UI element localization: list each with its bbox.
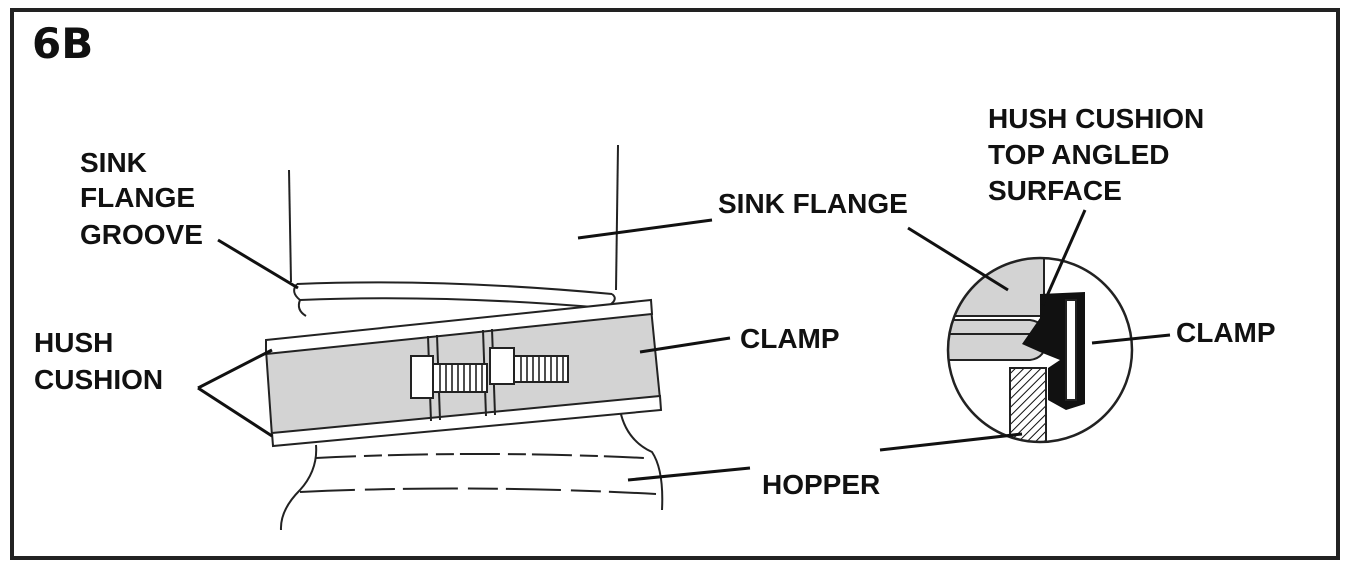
label-hush-cushion-top-line2: TOP ANGLED bbox=[988, 139, 1170, 170]
leader-hopper bbox=[627, 466, 751, 482]
label-sink-flange-groove: SINK FLANGE GROOVE bbox=[80, 147, 203, 250]
label-hush-cushion-top-angled-surface: HUSH CUSHION TOP ANGLED SURFACE bbox=[988, 103, 1212, 206]
detail-inset bbox=[946, 256, 1134, 444]
label-detail-clamp: CLAMP bbox=[1176, 317, 1276, 348]
label-hush-cushion-line2: CUSHION bbox=[34, 364, 163, 395]
leader-detail-clamp bbox=[1091, 333, 1171, 345]
leader-clamp bbox=[639, 336, 731, 354]
figure-frame bbox=[10, 8, 1340, 560]
leader-hush-cushion-top bbox=[197, 348, 273, 390]
label-clamp: CLAMP bbox=[740, 323, 840, 354]
leader-sink-flange bbox=[577, 218, 713, 240]
leader-lines bbox=[197, 209, 1171, 482]
leader-detail-hopper bbox=[879, 432, 1023, 452]
leader-sink-flange-groove bbox=[217, 238, 299, 290]
leader-detail-hush-cushion bbox=[1041, 209, 1087, 306]
leader-detail-sink-flange bbox=[907, 226, 1009, 292]
label-sink-flange-groove-line1: SINK bbox=[80, 147, 147, 178]
figure-id: 6B bbox=[32, 19, 93, 68]
label-hush-cushion-line1: HUSH bbox=[34, 327, 113, 358]
label-sink-flange-groove-line3: GROOVE bbox=[80, 219, 203, 250]
label-hush-cushion-top-line3: SURFACE bbox=[988, 175, 1122, 206]
clamp-screw bbox=[410, 347, 569, 399]
hopper-body bbox=[279, 409, 664, 531]
label-sink-flange-groove-line2: FLANGE bbox=[80, 182, 195, 213]
leader-hush-cushion-bottom bbox=[197, 386, 273, 438]
label-hush-cushion: HUSH CUSHION bbox=[34, 327, 163, 395]
sink-flange-body bbox=[288, 144, 619, 291]
detail-hopper-wall bbox=[1009, 367, 1047, 442]
label-sink-flange: SINK FLANGE bbox=[718, 188, 908, 219]
label-hush-cushion-top-line1: HUSH CUSHION bbox=[988, 103, 1204, 134]
detail-clamp bbox=[1065, 299, 1077, 401]
label-hopper: HOPPER bbox=[762, 469, 880, 500]
